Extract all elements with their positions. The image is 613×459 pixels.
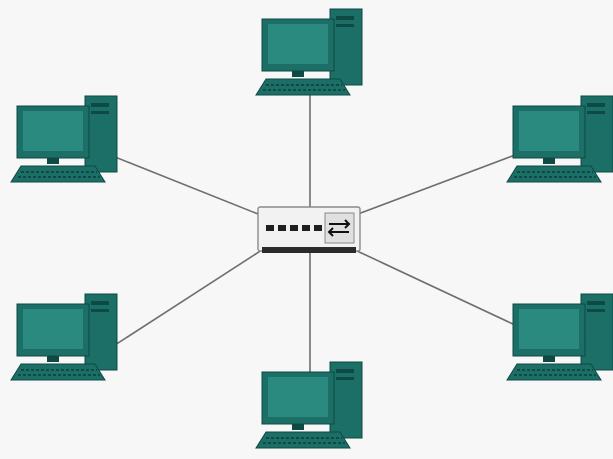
link-top-right [357,154,516,215]
link-top-left [109,154,259,215]
computer-top-left-icon [10,95,118,183]
computer-bottom-right-icon [506,293,613,381]
computer-top-right-icon [506,95,613,183]
network-switch-icon [257,206,361,253]
link-bottom-right [354,249,516,326]
link-bottom-left [114,247,266,346]
computer-bottom-left-icon [10,293,118,381]
computer-bottom-icon [255,361,363,449]
computer-top-icon [255,8,363,96]
links [109,90,516,372]
